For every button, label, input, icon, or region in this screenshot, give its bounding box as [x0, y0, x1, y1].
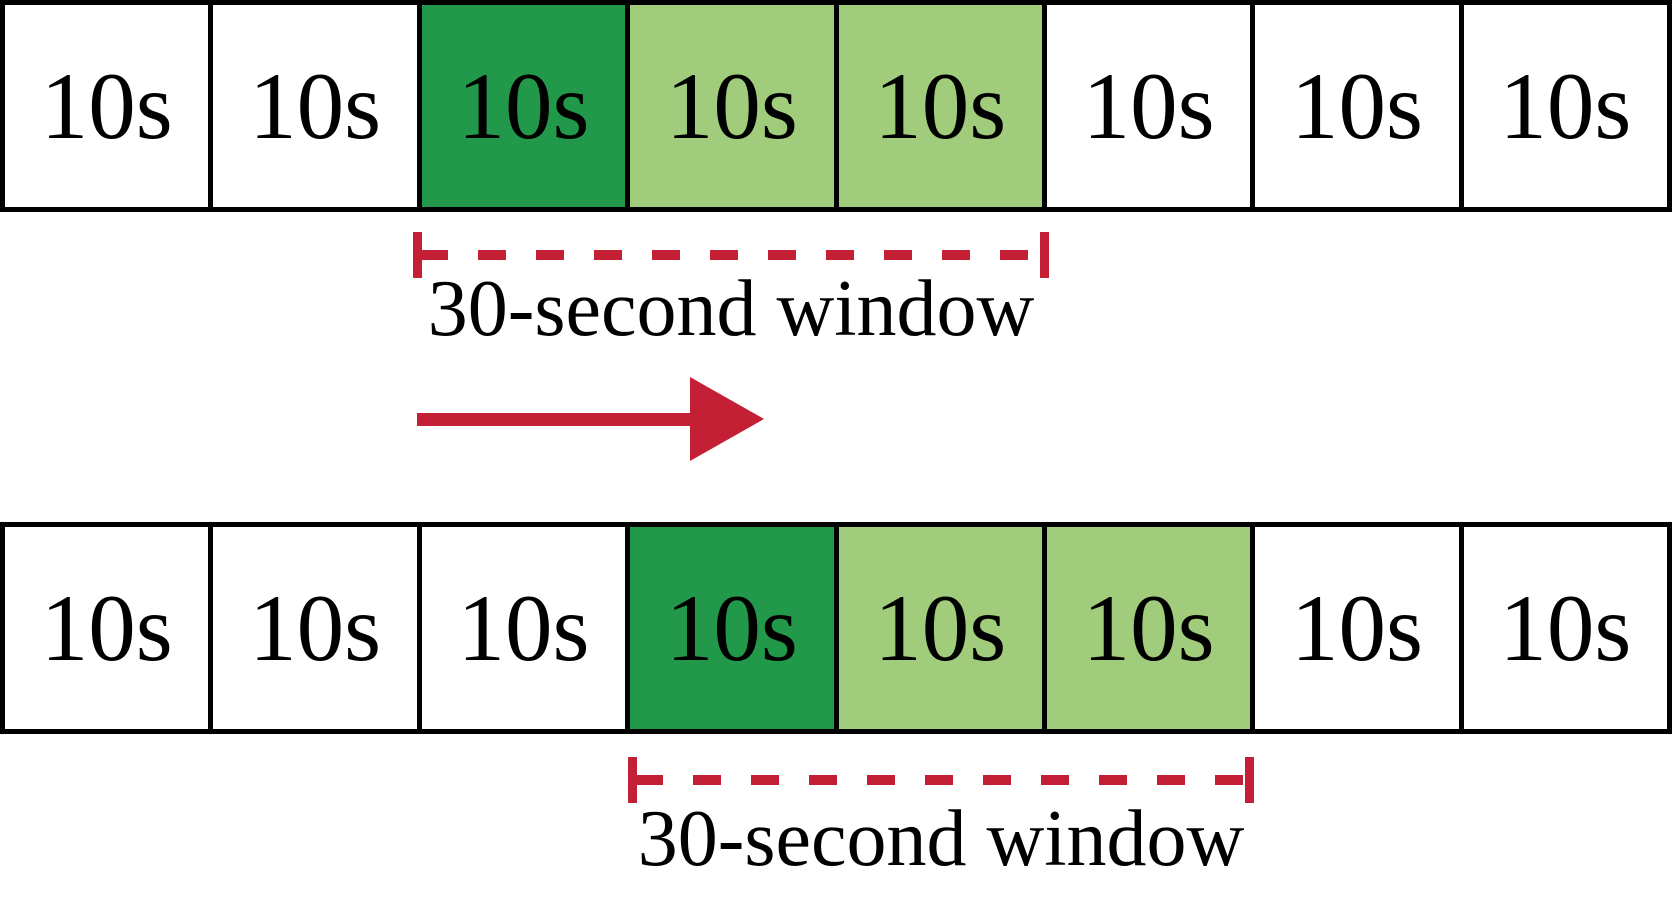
bracket-right-tick	[1040, 232, 1049, 278]
segment-cell-bottom-7: 10s	[1250, 527, 1458, 729]
bracket-dashed-line	[635, 775, 1247, 785]
window-bracket-bottom	[628, 757, 1254, 803]
segment-cell-bottom-6: 10s	[1041, 527, 1251, 729]
segment-cell-bottom-5: 10s	[833, 527, 1042, 729]
segment-cell-top-3: 10s	[416, 5, 626, 207]
segment-cell-top-1: 10s	[40, 53, 173, 159]
segment-cell-top-7: 10s	[1250, 5, 1458, 207]
bracket-left-tick	[628, 757, 637, 803]
segment-cell-top-8: 10s	[1458, 5, 1667, 207]
segment-cell-top-4: 10s	[625, 5, 834, 207]
segment-cell-top-2: 10s	[208, 5, 416, 207]
segment-cell-bottom-8: 10s	[1458, 527, 1667, 729]
window-label-top: 30-second window	[427, 265, 1035, 353]
segment-cell-top-5: 10s	[833, 5, 1042, 207]
slide-right-arrow-icon	[690, 377, 764, 461]
bracket-dashed-line	[420, 250, 1042, 260]
segment-cell-bottom-3: 10s	[416, 527, 625, 729]
window-label-bottom: 30-second window	[637, 795, 1245, 883]
bracket-left-tick	[413, 232, 422, 278]
slide-right-arrow-shaft	[417, 413, 691, 426]
bracket-right-tick	[1245, 757, 1254, 803]
segment-cell-bottom-2: 10s	[208, 527, 416, 729]
segment-cell-top-6: 10s	[1041, 5, 1250, 207]
segment-cell-bottom-1: 10s	[40, 575, 173, 681]
segment-cell-bottom-4: 10s	[625, 527, 834, 729]
window-bracket-top	[413, 232, 1049, 278]
